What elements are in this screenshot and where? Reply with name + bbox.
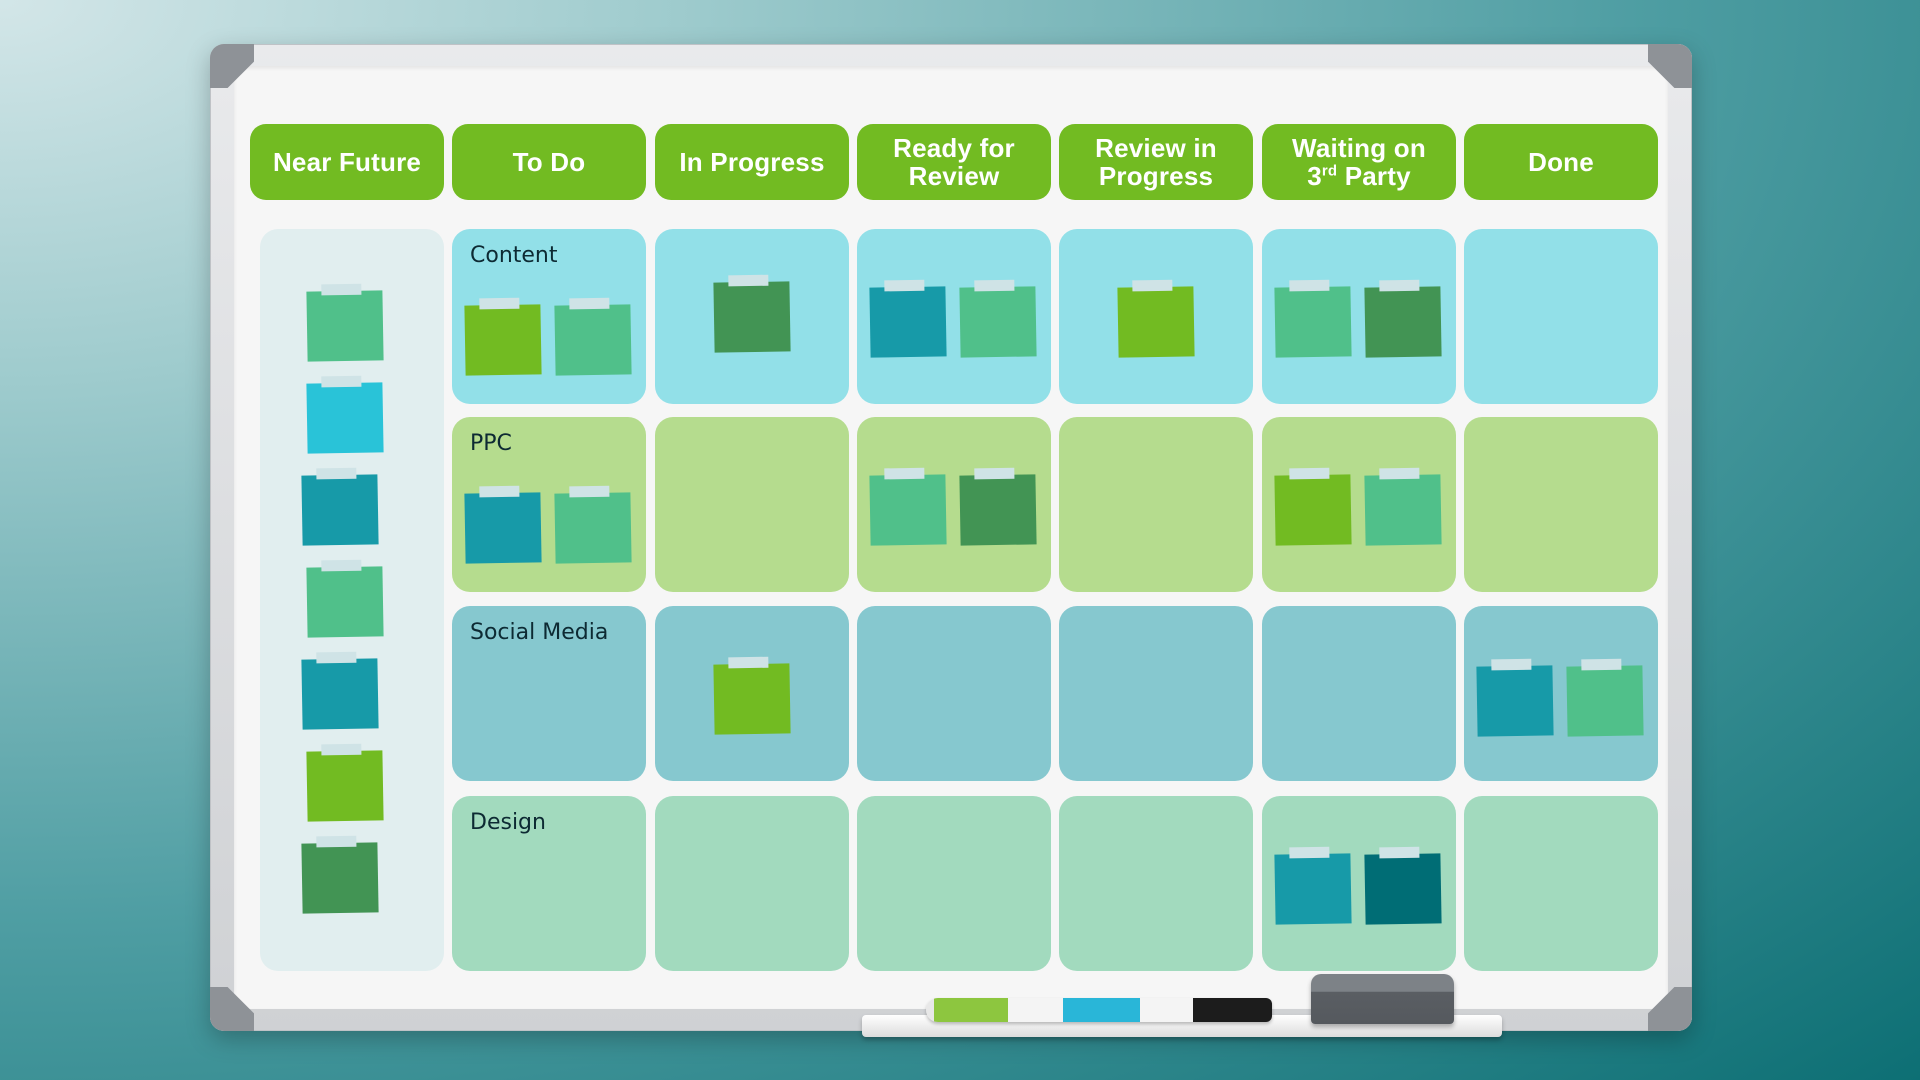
eraser[interactable] — [1311, 974, 1454, 1024]
column-header-to-do: To Do — [452, 124, 646, 200]
tape — [1379, 846, 1420, 859]
cell-ppc-review-in-progress — [1059, 417, 1253, 592]
sticky-note[interactable] — [1476, 658, 1554, 737]
cell-ppc-done — [1464, 417, 1658, 592]
sticky-note[interactable] — [301, 467, 379, 546]
tape — [1379, 467, 1420, 480]
column-header-near-future: Near Future — [250, 124, 444, 200]
cell-design-done — [1464, 796, 1658, 971]
sticky-note[interactable] — [464, 485, 542, 564]
tape — [1379, 279, 1420, 292]
sticky-note[interactable] — [306, 283, 384, 362]
blue-marker[interactable] — [1063, 998, 1140, 1022]
column-label: In Progress — [679, 147, 825, 177]
sticky-note[interactable] — [713, 274, 791, 353]
cell-content-ready-for-review — [857, 229, 1051, 404]
tape — [479, 485, 520, 498]
black-marker[interactable] — [1193, 998, 1272, 1022]
tape — [316, 651, 357, 664]
tape — [1132, 279, 1173, 292]
column-label: Near Future — [272, 147, 422, 177]
cell-ppc-ready-for-review — [857, 417, 1051, 592]
whiteboard-markers — [926, 998, 1272, 1022]
cell-content-done — [1464, 229, 1658, 404]
column-label: To Do — [512, 147, 586, 177]
sticky-note[interactable] — [1364, 467, 1442, 546]
sticky-note[interactable] — [306, 743, 384, 822]
cell-design-in-progress — [655, 796, 849, 971]
column-label: Waiting on 3rd Party — [1292, 133, 1426, 191]
cell-social-media-to-do: Social Media — [452, 606, 646, 781]
cell-design-to-do: Design — [452, 796, 646, 971]
sticky-note[interactable] — [1364, 846, 1442, 925]
green-marker[interactable] — [934, 998, 1008, 1022]
cell-content-to-do: Content — [452, 229, 646, 404]
tape — [1491, 658, 1532, 671]
column-label: Ready for Review — [893, 133, 1015, 191]
swimlane-label: Social Media — [470, 620, 609, 645]
column-header-done: Done — [1464, 124, 1658, 200]
tape — [316, 835, 357, 848]
sticky-note[interactable] — [554, 485, 632, 564]
cell-ppc-to-do: PPC — [452, 417, 646, 592]
cell-content-in-progress — [655, 229, 849, 404]
tape — [321, 283, 362, 296]
sticky-note[interactable] — [1364, 279, 1442, 358]
sticky-note[interactable] — [1274, 846, 1352, 925]
sticky-note[interactable] — [713, 656, 791, 735]
cell-content-waiting-on-3rd-party — [1262, 229, 1456, 404]
column-header-waiting-on-3rd-party: Waiting on 3rd Party — [1262, 124, 1456, 200]
sticky-note[interactable] — [959, 467, 1037, 546]
sticky-note[interactable] — [1566, 658, 1644, 737]
cell-social-media-ready-for-review — [857, 606, 1051, 781]
sticky-note[interactable] — [869, 467, 947, 546]
cell-design-review-in-progress — [1059, 796, 1253, 971]
sticky-note[interactable] — [869, 279, 947, 358]
tape — [569, 297, 610, 310]
cell-social-media-in-progress — [655, 606, 849, 781]
swimlane-label: Content — [470, 243, 558, 268]
tape — [569, 485, 610, 498]
sticky-note[interactable] — [306, 559, 384, 638]
tape — [1581, 658, 1622, 671]
cell-design-ready-for-review — [857, 796, 1051, 971]
column-header-in-progress: In Progress — [655, 124, 849, 200]
cell-social-media-done — [1464, 606, 1658, 781]
sticky-note[interactable] — [301, 835, 379, 914]
sticky-note[interactable] — [301, 651, 379, 730]
tape — [884, 467, 925, 480]
tape — [316, 467, 357, 480]
cell-social-media-waiting-on-3rd-party — [1262, 606, 1456, 781]
tape — [1289, 846, 1330, 859]
tape — [1289, 279, 1330, 292]
column-label: Done — [1528, 147, 1594, 177]
column-header-review-in-progress: Review in Progress — [1059, 124, 1253, 200]
tape — [974, 467, 1015, 480]
tape — [321, 375, 362, 388]
sticky-note[interactable] — [1274, 467, 1352, 546]
sticky-note[interactable] — [959, 279, 1037, 358]
tape — [974, 279, 1015, 292]
tape — [321, 559, 362, 572]
cell-ppc-in-progress — [655, 417, 849, 592]
tape — [884, 279, 925, 292]
sticky-note[interactable] — [1117, 279, 1195, 358]
sticky-note[interactable] — [464, 297, 542, 376]
column-header-ready-for-review: Ready for Review — [857, 124, 1051, 200]
cell-social-media-review-in-progress — [1059, 606, 1253, 781]
column-label: Review in Progress — [1095, 133, 1217, 191]
cell-design-waiting-on-3rd-party — [1262, 796, 1456, 971]
sticky-note[interactable] — [554, 297, 632, 376]
tape — [321, 743, 362, 756]
swimlane-label: PPC — [470, 431, 512, 456]
tape — [728, 656, 769, 669]
tape — [728, 274, 769, 287]
tape — [479, 297, 520, 310]
swimlane-label: Design — [470, 810, 546, 835]
cell-content-review-in-progress — [1059, 229, 1253, 404]
sticky-note[interactable] — [306, 375, 384, 454]
cell-ppc-waiting-on-3rd-party — [1262, 417, 1456, 592]
tape — [1289, 467, 1330, 480]
sticky-note[interactable] — [1274, 279, 1352, 358]
